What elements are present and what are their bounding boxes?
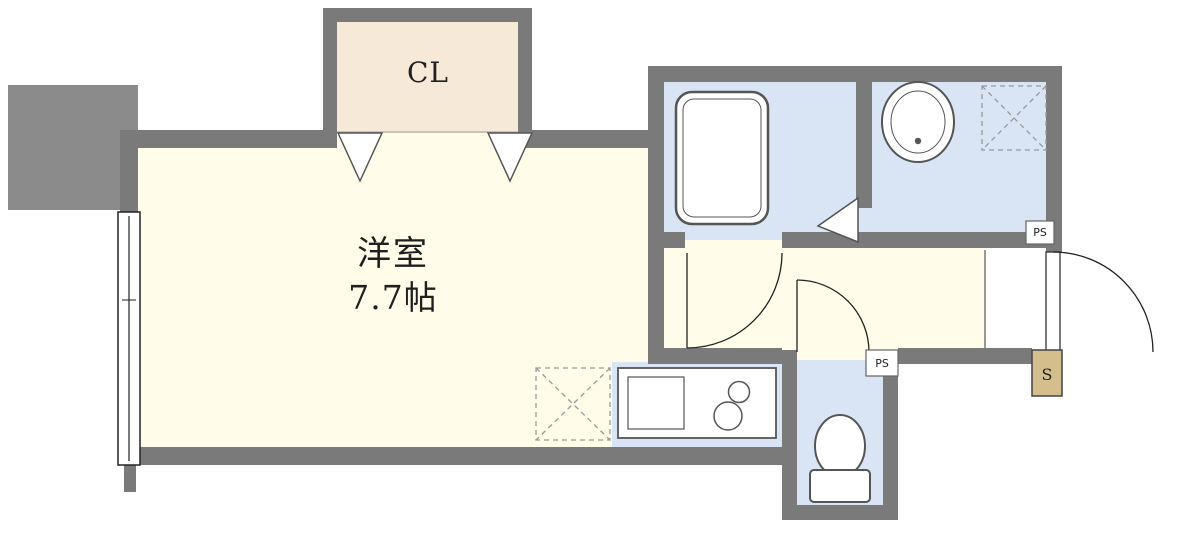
kitchen-counter (617, 367, 777, 439)
toilet-door-arc (796, 279, 870, 353)
closet-fold-door-right-icon (486, 132, 534, 183)
entrance-door-leaf (1045, 251, 1061, 353)
door-arcs (686, 251, 1154, 353)
main-room-size: 7.7帖 (348, 278, 437, 317)
closet-doors (336, 131, 534, 183)
ps-toilet-label: PS (875, 357, 889, 370)
shoe-box: S (1031, 349, 1063, 397)
ps-box-washroom: PS (1025, 220, 1055, 245)
closet-label: CL (407, 56, 449, 89)
kitchen-sink (627, 376, 685, 430)
ps-washroom-label: PS (1033, 226, 1047, 239)
washbasin (881, 81, 955, 163)
main-room-floor (130, 133, 655, 450)
entrance-door-arc (1052, 251, 1154, 353)
stove-burner-large-icon (713, 401, 743, 431)
shoe-box-label: S (1042, 365, 1053, 384)
bathtub (674, 90, 770, 226)
washer-space (981, 85, 1047, 151)
ps-box-toilet: PS (865, 349, 899, 377)
closet-fold-door-left-icon (336, 132, 384, 183)
balcony (8, 85, 138, 210)
main-room-name: 洋室 (357, 234, 429, 274)
toilet (809, 414, 871, 503)
walls (120, 8, 1062, 520)
fridge-space (535, 367, 611, 441)
closet-floor (337, 20, 518, 133)
bath-fold-door-icon (816, 196, 859, 244)
entrance-floor (985, 248, 1046, 352)
balcony-window (117, 211, 141, 466)
washroom-door-arc (686, 252, 783, 349)
stove-burner-small-icon (727, 380, 751, 404)
